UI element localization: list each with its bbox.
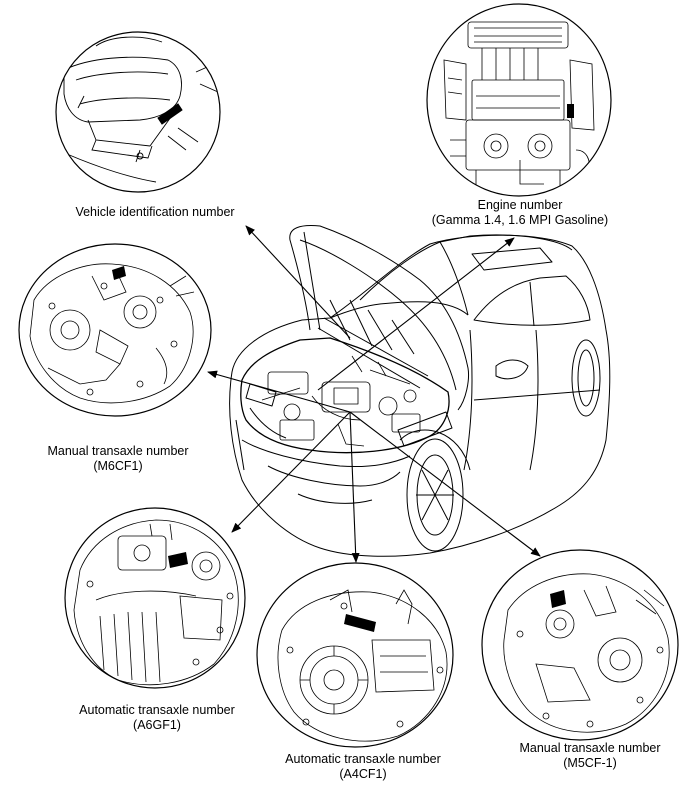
m5cf1-label-line1: Manual transaxle number (519, 741, 661, 755)
a6gf1-number-tag (168, 552, 188, 568)
m5cf1-number-tag (550, 590, 566, 608)
engine-label-line2: (Gamma 1.4, 1.6 MPI Gasoline) (431, 213, 609, 227)
a6gf1-label: Automatic transaxle number (A6GF1) (52, 703, 262, 733)
a6gf1-label-line2: (A6GF1) (133, 718, 181, 732)
vin-label: Vehicle identification number (50, 205, 260, 220)
vin-label-line1: Vehicle identification number (75, 205, 235, 219)
a4cf1-label-line2: (A4CF1) (339, 767, 387, 781)
seat-inset (55, 31, 221, 193)
a4cf1-pointer (349, 411, 360, 563)
vin-pointer (245, 225, 351, 339)
engine-number-tag (567, 104, 574, 118)
pointer-lines (207, 225, 541, 563)
m6cf1-inset (18, 243, 212, 417)
m5cf1-inset (481, 549, 679, 741)
m6cf1-label-line2: (M6CF1) (93, 459, 143, 473)
m5cf1-label: Manual transaxle number (M5CF-1) (490, 741, 690, 771)
engine-inset (426, 3, 612, 197)
engine-label: Engine number (Gamma 1.4, 1.6 MPI Gasoli… (400, 198, 640, 228)
m6cf1-label: Manual transaxle number (M6CF1) (18, 444, 218, 474)
m6cf1-pointer (207, 370, 351, 413)
m5cf1-label-line2: (M5CF-1) (563, 756, 617, 770)
a4cf1-inset (256, 562, 454, 748)
a4cf1-number-tag (344, 614, 376, 632)
car-illustration (229, 225, 611, 557)
m6cf1-number-tag (112, 266, 126, 280)
a6gf1-inset (64, 507, 246, 689)
a6gf1-pointer (231, 411, 351, 533)
a4cf1-label-line1: Automatic transaxle number (285, 752, 441, 766)
a6gf1-label-line1: Automatic transaxle number (79, 703, 235, 717)
engine-pointer (317, 237, 515, 391)
m6cf1-label-line1: Manual transaxle number (47, 444, 189, 458)
a4cf1-label: Automatic transaxle number (A4CF1) (258, 752, 468, 782)
vin-plate-tag (157, 103, 183, 125)
m5cf1-pointer (349, 411, 541, 557)
engine-label-line1: Engine number (477, 198, 563, 212)
